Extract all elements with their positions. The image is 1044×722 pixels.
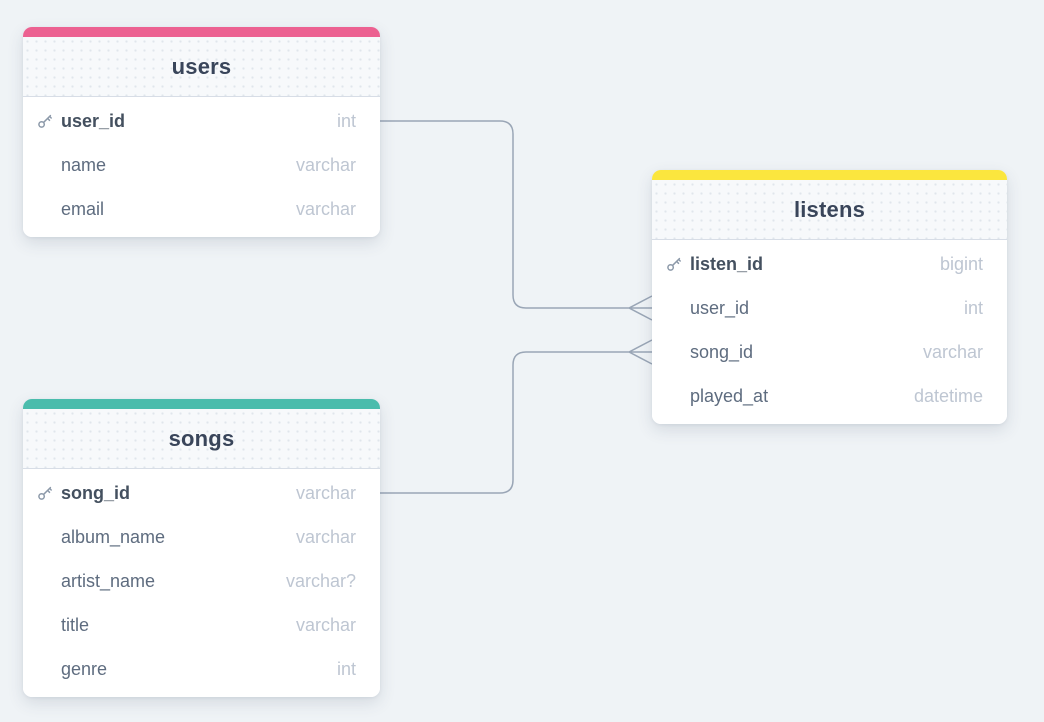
field-type: varchar <box>295 614 356 635</box>
field-type: varchar? <box>285 570 356 591</box>
key-icon <box>666 256 690 272</box>
field-row-listens-song_id[interactable]: song_id varchar <box>652 330 1007 374</box>
field-row-songs-artist_name[interactable]: artist_name varchar? <box>23 559 380 603</box>
table-users[interactable]: users user_id int name varchar email varchar <box>23 27 380 237</box>
field-name: played_at <box>690 385 769 406</box>
table-users-header[interactable]: users <box>23 37 380 97</box>
field-name: song_id <box>690 341 754 362</box>
field-name: song_id <box>61 482 131 503</box>
key-icon <box>37 485 61 501</box>
table-listens[interactable]: listens listen_id bigint user_id int song_id v… <box>652 170 1007 424</box>
field-name: user_id <box>61 110 126 131</box>
table-users-color-bar <box>23 27 380 37</box>
field-row-songs-title[interactable]: title varchar <box>23 603 380 647</box>
field-type: datetime <box>913 385 983 406</box>
field-type: int <box>336 658 356 679</box>
table-users-fields: user_id int name varchar email varchar <box>23 97 380 237</box>
field-type: int <box>963 297 983 318</box>
field-name: name <box>61 154 107 175</box>
field-row-listens-user_id[interactable]: user_id int <box>652 286 1007 330</box>
table-songs-header[interactable]: songs <box>23 409 380 469</box>
table-songs-title: songs <box>168 425 235 451</box>
field-row-songs-album_name[interactable]: album_name varchar <box>23 515 380 559</box>
field-type: int <box>336 110 356 131</box>
field-type: bigint <box>939 253 983 274</box>
field-type: varchar <box>922 341 983 362</box>
field-row-songs-genre[interactable]: genre int <box>23 647 380 691</box>
field-name: genre <box>61 658 108 679</box>
relationship-users-user_id-to-listens-user_id[interactable] <box>380 120 653 321</box>
field-name: artist_name <box>61 570 156 591</box>
field-row-listens-listen_id[interactable]: listen_id bigint <box>652 242 1007 286</box>
field-name: email <box>61 198 105 219</box>
table-listens-color-bar <box>652 170 1007 180</box>
field-row-users-name[interactable]: name varchar <box>23 143 380 187</box>
table-listens-header[interactable]: listens <box>652 180 1007 240</box>
field-row-users-email[interactable]: email varchar <box>23 187 380 231</box>
field-row-listens-played_at[interactable]: played_at datetime <box>652 374 1007 418</box>
field-type: varchar <box>295 154 356 175</box>
relationship-songs-song_id-to-listens-song_id[interactable] <box>380 339 653 494</box>
field-name: user_id <box>690 297 750 318</box>
table-songs-color-bar <box>23 399 380 409</box>
field-name: title <box>61 614 90 635</box>
key-icon <box>37 113 61 129</box>
field-type: varchar <box>295 526 356 547</box>
field-type: varchar <box>295 198 356 219</box>
field-name: listen_id <box>690 253 764 274</box>
field-row-songs-song_id[interactable]: song_id varchar <box>23 471 380 515</box>
table-users-title: users <box>171 53 232 79</box>
table-listens-title: listens <box>793 196 866 222</box>
field-type: varchar <box>295 482 356 503</box>
table-listens-fields: listen_id bigint user_id int song_id varchar p… <box>652 240 1007 424</box>
field-name: album_name <box>61 526 166 547</box>
field-row-users-user_id[interactable]: user_id int <box>23 99 380 143</box>
